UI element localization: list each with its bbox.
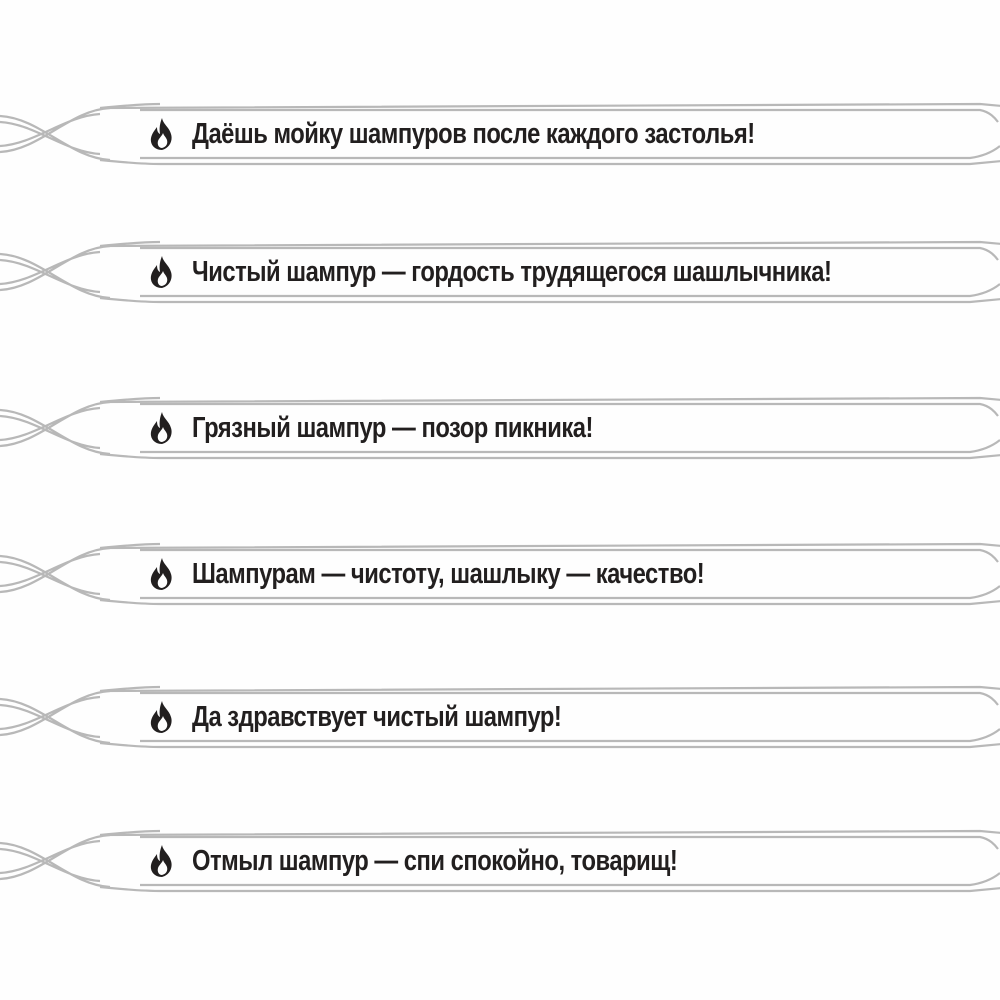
skewer-blade-inner [140, 835, 1000, 887]
slogan-text: Даёшь мойку шампуров после каждого засто… [192, 117, 755, 150]
slogan-3: Грязный шампур — позор пикника! [148, 408, 681, 448]
flame-icon [150, 256, 172, 288]
flame-icon [150, 412, 172, 444]
slogan-text: Чистый шампур — гордость трудящегося шаш… [192, 255, 832, 288]
skewer-handle-twist [0, 689, 111, 745]
skewer-handle-twist [0, 244, 111, 300]
slogan-text: Да здравствует чистый шампур! [192, 700, 562, 733]
flame-icon [150, 558, 172, 590]
slogan-text: Отмыл шампур — спи спокойно, товарищ! [192, 844, 678, 877]
skewer-blade-inner [140, 108, 1000, 160]
flame-icon [150, 701, 172, 733]
slogan-6: Отмыл шампур — спи спокойно, товарищ! [148, 841, 784, 881]
skewer-blade-inner [140, 246, 1000, 298]
skewer-blade-inner [140, 548, 1000, 600]
skewer-handle-twist [0, 546, 111, 602]
skewer-handle-twist [0, 106, 111, 162]
slogan-4: Шампурам — чистоту, шашлыку — качество! [148, 554, 817, 594]
slogan-text: Шампурам — чистоту, шашлыку — качество! [192, 557, 705, 590]
skewer-blade-inner [140, 402, 1000, 454]
slogan-5: Да здравствует чистый шампур! [148, 697, 642, 737]
skewer-handle-twist [0, 400, 111, 456]
skewer-handle-twist [0, 833, 111, 889]
slogan-2: Чистый шампур — гордость трудящегося шаш… [148, 252, 972, 292]
slogan-1: Даёшь мойку шампуров после каждого засто… [148, 114, 878, 154]
skewer-blade-inner [140, 691, 1000, 743]
slogan-text: Грязный шампур — позор пикника! [192, 411, 593, 444]
flame-icon [150, 845, 172, 877]
flame-icon [150, 118, 172, 150]
